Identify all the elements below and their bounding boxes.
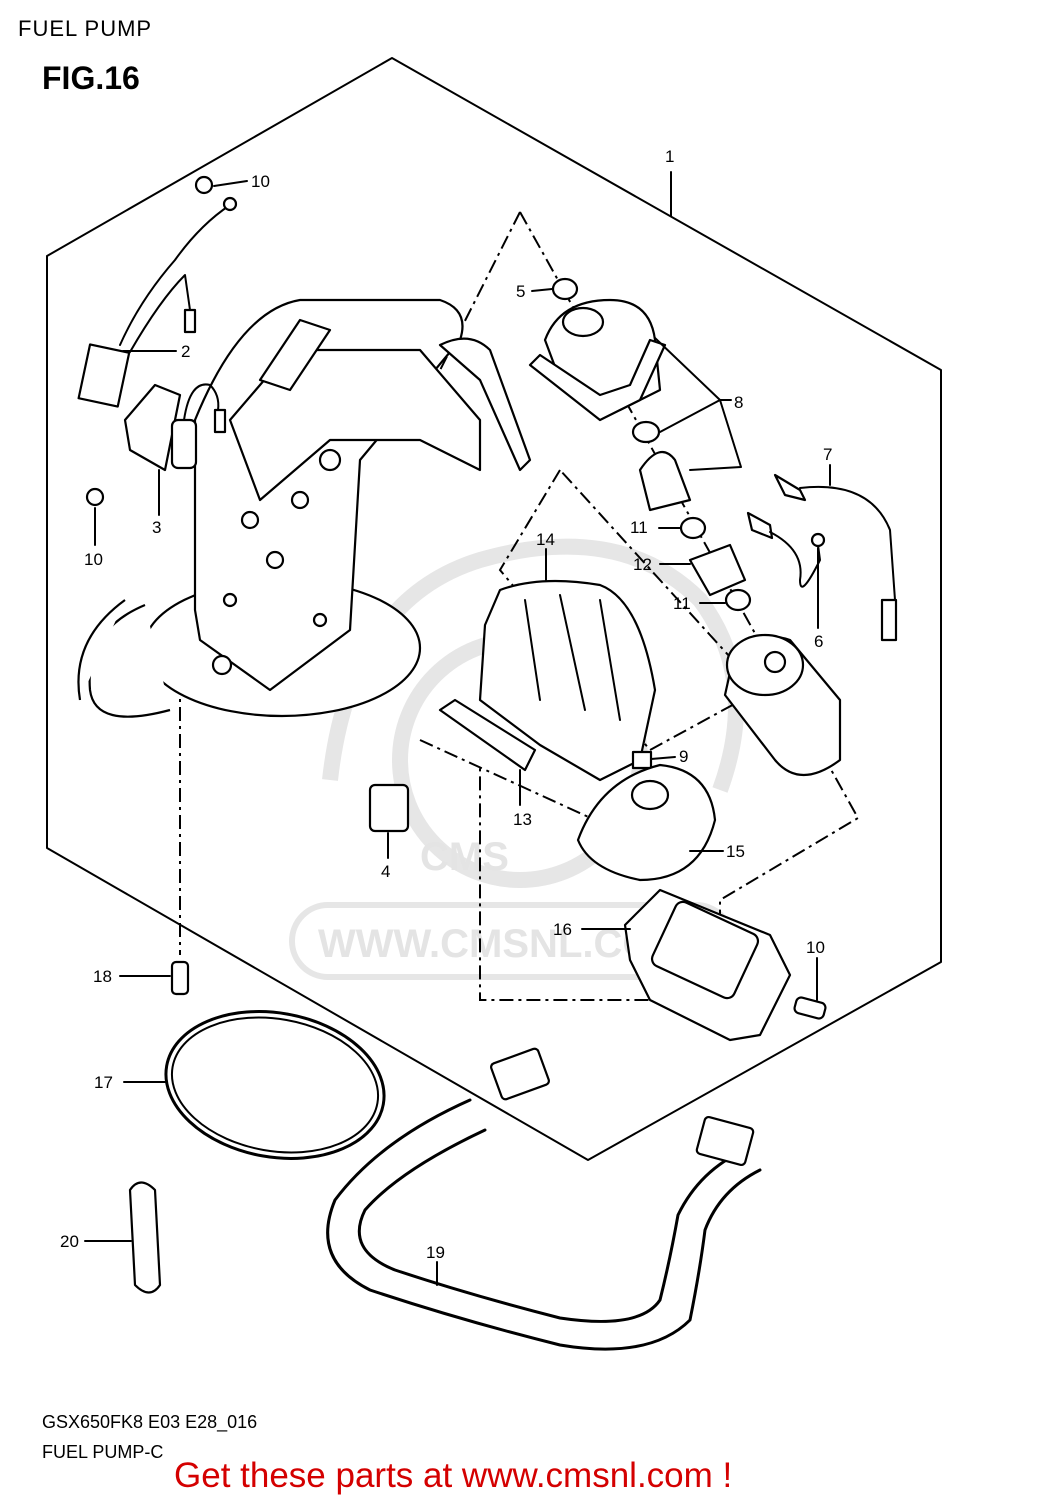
callout-2: 2 [181,342,190,361]
bolt-icon [194,175,214,195]
callout-15: 15 [726,842,745,861]
callout-1: 1 [665,147,674,166]
bolt-icon [85,487,105,507]
callout-17: 17 [94,1073,113,1092]
callout-13: 13 [513,810,532,829]
fuel-pump-motor [723,633,842,777]
callout-7: 7 [823,445,832,464]
pressure-regulator [528,298,692,512]
callout-4: 4 [381,862,390,881]
o-ring-5 [551,277,579,301]
callout-11b: 11 [673,594,691,613]
wire-harness-connector [77,196,238,434]
bolts [85,175,827,1020]
fuel-pump-bracket [77,298,532,718]
callout-6: 6 [814,632,823,651]
bracket-capacitor [123,383,220,472]
callout-19: 19 [426,1243,445,1262]
o-ring-11b [724,588,752,612]
callout-10a: 10 [251,172,270,191]
callout-10c: 10 [806,938,825,957]
watermark-logo: CMS [420,835,509,879]
figure-number: FIG.16 [42,60,140,96]
fuel-hose-19 [326,1047,762,1351]
gasket-17 [164,1010,386,1160]
case-16 [623,888,792,1042]
callout-3: 3 [152,518,161,537]
page-title: FUEL PUMP [18,16,153,41]
callout-labels: 1 2 3 4 5 6 7 8 9 10 10 10 11 11 12 13 1… [60,147,832,1262]
callout-9: 9 [679,747,688,766]
filter-housing-14 [478,579,657,782]
regulator-valve-12 [688,543,747,597]
assembly-outline [46,57,942,1161]
model-code: GSX650FK8 E03 E28_016 [42,1412,258,1432]
callout-11a: 11 [630,518,648,537]
clamp-20 [128,1181,162,1294]
cover-15 [576,763,717,882]
callout-20: 20 [60,1232,79,1251]
leader-lines [84,180,831,1286]
callout-18: 18 [93,967,112,986]
clip-9 [631,750,653,770]
fuel-cap-part [368,783,410,833]
filter-13 [438,698,537,772]
bolt-icon [793,996,827,1020]
lead-wire-6 [746,511,826,588]
callout-12: 12 [633,555,652,574]
callout-14: 14 [536,530,555,549]
callout-8: 8 [734,393,743,412]
sensor-lead-7 [773,473,898,642]
callout-5: 5 [516,282,525,301]
bolt-icon [170,960,190,996]
o-ring-11a [679,516,707,540]
diagram-name: FUEL PUMP-C [42,1442,164,1462]
cta-link[interactable]: Get these parts at www.cmsnl.com ! [174,1456,733,1495]
callout-16: 16 [553,920,572,939]
callout-10b: 10 [84,550,103,569]
